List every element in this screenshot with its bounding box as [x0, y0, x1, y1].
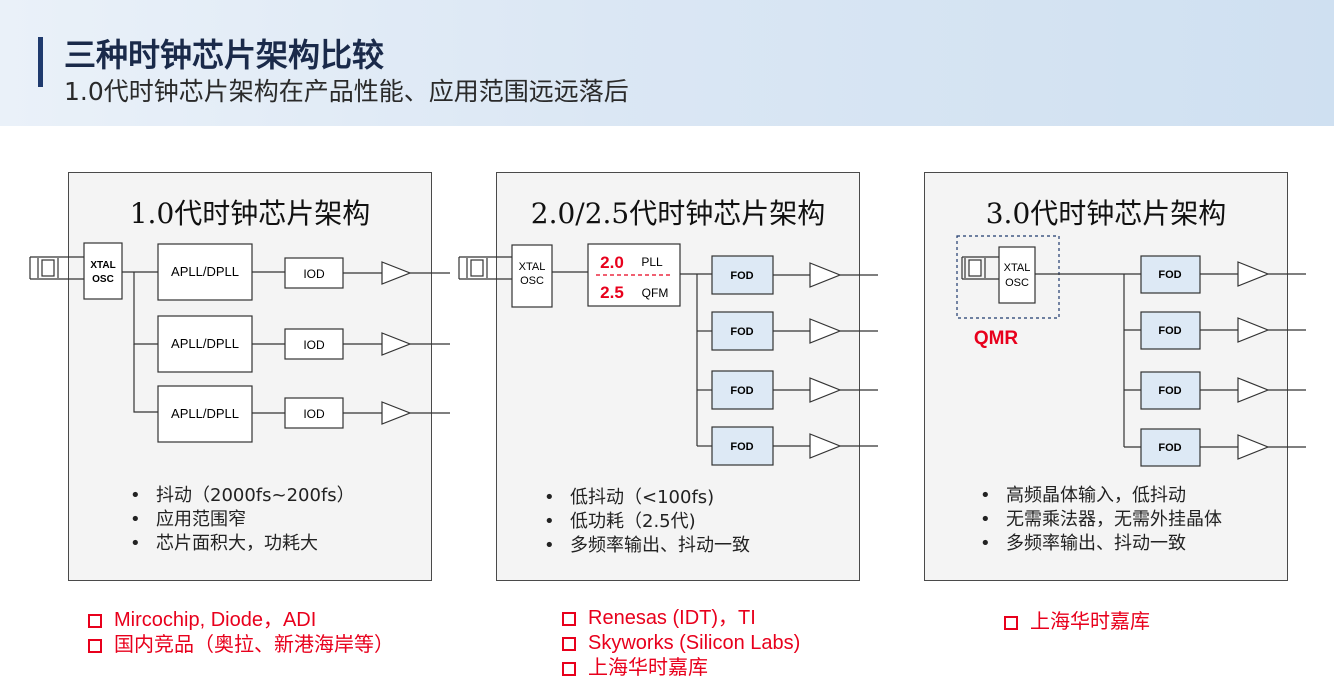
gen2-bullets: 低抖动（<100fs) 低功耗（2.5代) 多频率输出、抖动一致 [540, 486, 750, 558]
gen3-fod-box-3 [1140, 371, 1201, 410]
list-item: 低功耗（2.5代) [540, 510, 750, 534]
gen2-xtal-osc-box [511, 244, 553, 308]
vendor-item: Renesas (IDT)，TI [562, 606, 800, 631]
gen2-fod-label-4: FOD [730, 441, 753, 453]
gen2-fod-label-1: FOD [730, 270, 753, 282]
gen3-channel-3: FOD [1124, 371, 1306, 410]
gen1-bullets: 抖动（2000fs~200fs） 应用范围窄 芯片面积大，功耗大 [126, 484, 355, 556]
gen2-qfm-number: 2.5 [600, 283, 624, 302]
gen2-channel-4: FOD [697, 426, 878, 466]
vendor-item: 国内竞品（奥拉、新港海岸等） [88, 633, 394, 658]
gen2-fod-box-4 [711, 426, 774, 466]
gen3-qmr-label: QMR [974, 328, 1019, 349]
gen1-buffer-icon-2 [381, 332, 412, 356]
gen3-fod-label-3: FOD [1158, 385, 1181, 397]
gen3-channel-4: FOD [1124, 428, 1306, 467]
gen1-osc-line2: OSC [92, 274, 114, 285]
gen2-buffer-icon-3 [809, 377, 842, 403]
gen3-buffer-icon-3 [1237, 377, 1270, 403]
gen3-fod-label-2: FOD [1158, 325, 1181, 337]
panel-gen1-title: 1.0代时钟芯片架构 [129, 197, 371, 230]
gen3-buffer-icon-1 [1237, 261, 1270, 287]
header-banner [0, 0, 1334, 126]
gen1-iod-box-2 [284, 328, 344, 360]
gen1-pll-label-1: APLL/DPLL [171, 264, 239, 279]
vendor-item: Mircochip, Diode，ADI [88, 608, 394, 633]
gen1-xtal-osc-box [83, 242, 123, 300]
vendor-item: 上海华时嘉库 [1004, 610, 1150, 635]
gen1-pll-label-3: APLL/DPLL [171, 406, 239, 421]
list-item: 无需乘法器，无需外挂晶体 [976, 508, 1222, 532]
gen3-fod-label-1: FOD [1158, 269, 1181, 281]
list-item: 芯片面积大，功耗大 [126, 532, 355, 556]
gen1-iod-box-1 [284, 257, 344, 289]
gen2-fod-box-1 [711, 255, 774, 295]
gen3-xtal-osc-box [998, 246, 1036, 304]
gen2-fod-label-2: FOD [730, 326, 753, 338]
gen2-pll-text: PLL [641, 255, 663, 269]
gen2-osc-line2: OSC [520, 275, 544, 287]
gen2-buffer-icon-1 [809, 262, 842, 288]
list-item: 高频晶体输入，低抖动 [976, 484, 1222, 508]
gen2-buffer-icon-2 [809, 318, 842, 344]
vendor-item: Skyworks (Silicon Labs) [562, 631, 800, 656]
gen1-channel-3: APLL/DPLL IOD [157, 385, 450, 443]
page-title: 三种时钟芯片架构比较 [64, 36, 385, 74]
gen1-channel-1: APLL/DPLL IOD [157, 243, 450, 301]
title-accent-bar [38, 37, 43, 87]
gen1-buffer-icon-3 [381, 401, 412, 425]
gen3-fod-box-2 [1140, 311, 1201, 350]
gen2-channel-3: FOD [697, 370, 878, 410]
list-item: 多频率输出、抖动一致 [976, 532, 1222, 556]
gen3-fod-label-4: FOD [1158, 442, 1181, 454]
vendor-item: 上海华时嘉库 [562, 656, 800, 681]
gen2-pll-number: 2.0 [600, 253, 624, 272]
gen1-buffer-icon-1 [381, 261, 412, 285]
gen2-crystal-icon [458, 256, 512, 280]
gen3-qmr-region [956, 235, 1060, 319]
gen2-buffer-icon-4 [809, 433, 842, 459]
list-item: 多频率输出、抖动一致 [540, 534, 750, 558]
gen3-vendors: 上海华时嘉库 [1004, 610, 1150, 635]
gen1-crystal-icon [29, 256, 84, 280]
gen2-qfm-text: QFM [642, 286, 669, 300]
gen3-osc-line2: OSC [1005, 277, 1029, 289]
gen1-channel-2: APLL/DPLL IOD [157, 315, 450, 373]
gen2-channel-1: FOD [711, 255, 878, 295]
gen1-iod-box-3 [284, 397, 344, 429]
gen1-osc-line1: XTAL [90, 260, 115, 271]
list-item: 低抖动（<100fs) [540, 486, 750, 510]
gen1-pll-box-3 [157, 385, 253, 443]
gen3-buffer-icon-2 [1237, 317, 1270, 343]
gen2-fod-box-3 [711, 370, 774, 410]
gen3-crystal-icon [961, 256, 999, 280]
gen1-iod-label-1: IOD [303, 267, 325, 281]
list-item: 应用范围窄 [126, 508, 355, 532]
gen2-channel-2: FOD [697, 311, 878, 351]
gen1-pll-label-2: APLL/DPLL [171, 336, 239, 351]
gen3-buffer-icon-4 [1237, 434, 1270, 460]
gen3-channel-1: FOD [1140, 255, 1306, 294]
gen3-osc-line1: XTAL [1004, 262, 1031, 274]
page-subtitle: 1.0代时钟芯片架构在产品性能、应用范围远远落后 [64, 77, 629, 106]
gen2-fod-label-3: FOD [730, 385, 753, 397]
gen3-channel-2: FOD [1124, 311, 1306, 350]
gen1-iod-label-2: IOD [303, 338, 325, 352]
panel-gen2-title: 2.0/2.5代时钟芯片架构 [530, 197, 826, 230]
gen3-fod-box-4 [1140, 428, 1201, 467]
gen2-fod-box-2 [711, 311, 774, 351]
gen1-vendors: Mircochip, Diode，ADI 国内竞品（奥拉、新港海岸等） [88, 608, 394, 658]
panel-gen3-title: 3.0代时钟芯片架构 [985, 197, 1227, 230]
gen1-iod-label-3: IOD [303, 407, 325, 421]
gen2-osc-line1: XTAL [519, 261, 546, 273]
gen2-vendors: Renesas (IDT)，TI Skyworks (Silicon Labs)… [562, 606, 800, 681]
list-item: 抖动（2000fs~200fs） [126, 484, 355, 508]
gen3-bullets: 高频晶体输入，低抖动 无需乘法器，无需外挂晶体 多频率输出、抖动一致 [976, 484, 1222, 556]
